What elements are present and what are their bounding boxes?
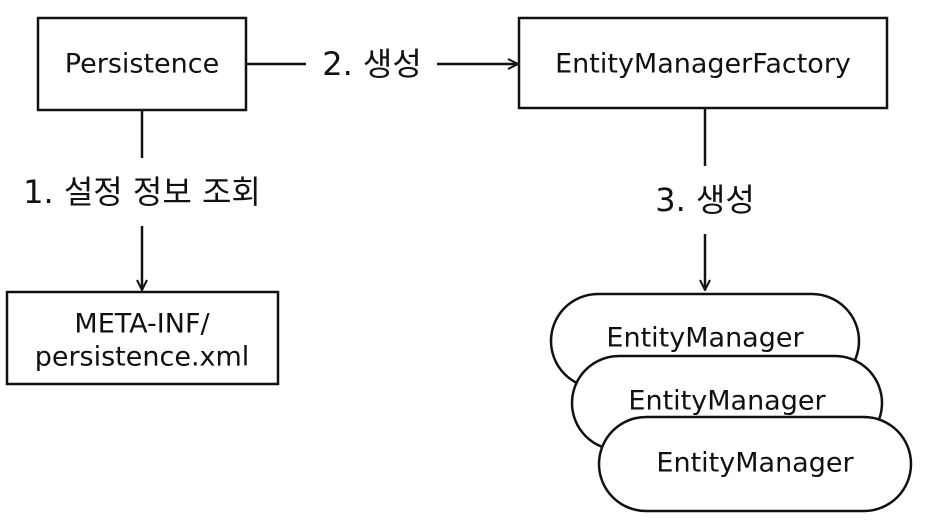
factory-node: EntityManagerFactory: [517, 16, 889, 110]
edge-read-config: 1. 설정 정보 조회: [23, 110, 261, 290]
entity-manager-stack: EntityManager EntityManager EntityManage…: [549, 292, 913, 513]
edge-create-manager-label: 3. 생성: [655, 181, 755, 219]
entity-manager-label: EntityManager: [628, 386, 826, 417]
meta-inf-node: META-INF/ persistence.xml: [5, 290, 280, 386]
factory-box: [517, 16, 889, 110]
edge-read-config-label: 1. 설정 정보 조회: [23, 173, 261, 211]
factory-label: EntityManagerFactory: [555, 49, 851, 80]
edge-create-manager: 3. 생성: [655, 108, 755, 290]
meta-inf-label-line2: persistence.xml: [35, 342, 250, 373]
meta-inf-box: [5, 290, 280, 386]
entity-manager-label: EntityManager: [606, 323, 804, 354]
entity-manager-node: EntityManager: [597, 415, 913, 513]
edge-create-factory-label: 2. 생성: [322, 45, 422, 83]
persistence-node: Persistence: [36, 16, 248, 112]
meta-inf-label-line1: META-INF/: [74, 309, 210, 340]
entity-manager-label: EntityManager: [656, 448, 854, 479]
entity-manager-capsule: [597, 415, 913, 513]
edge-create-factory: 2. 생성: [246, 45, 518, 83]
persistence-label: Persistence: [65, 49, 219, 80]
persistence-box: [36, 16, 248, 112]
